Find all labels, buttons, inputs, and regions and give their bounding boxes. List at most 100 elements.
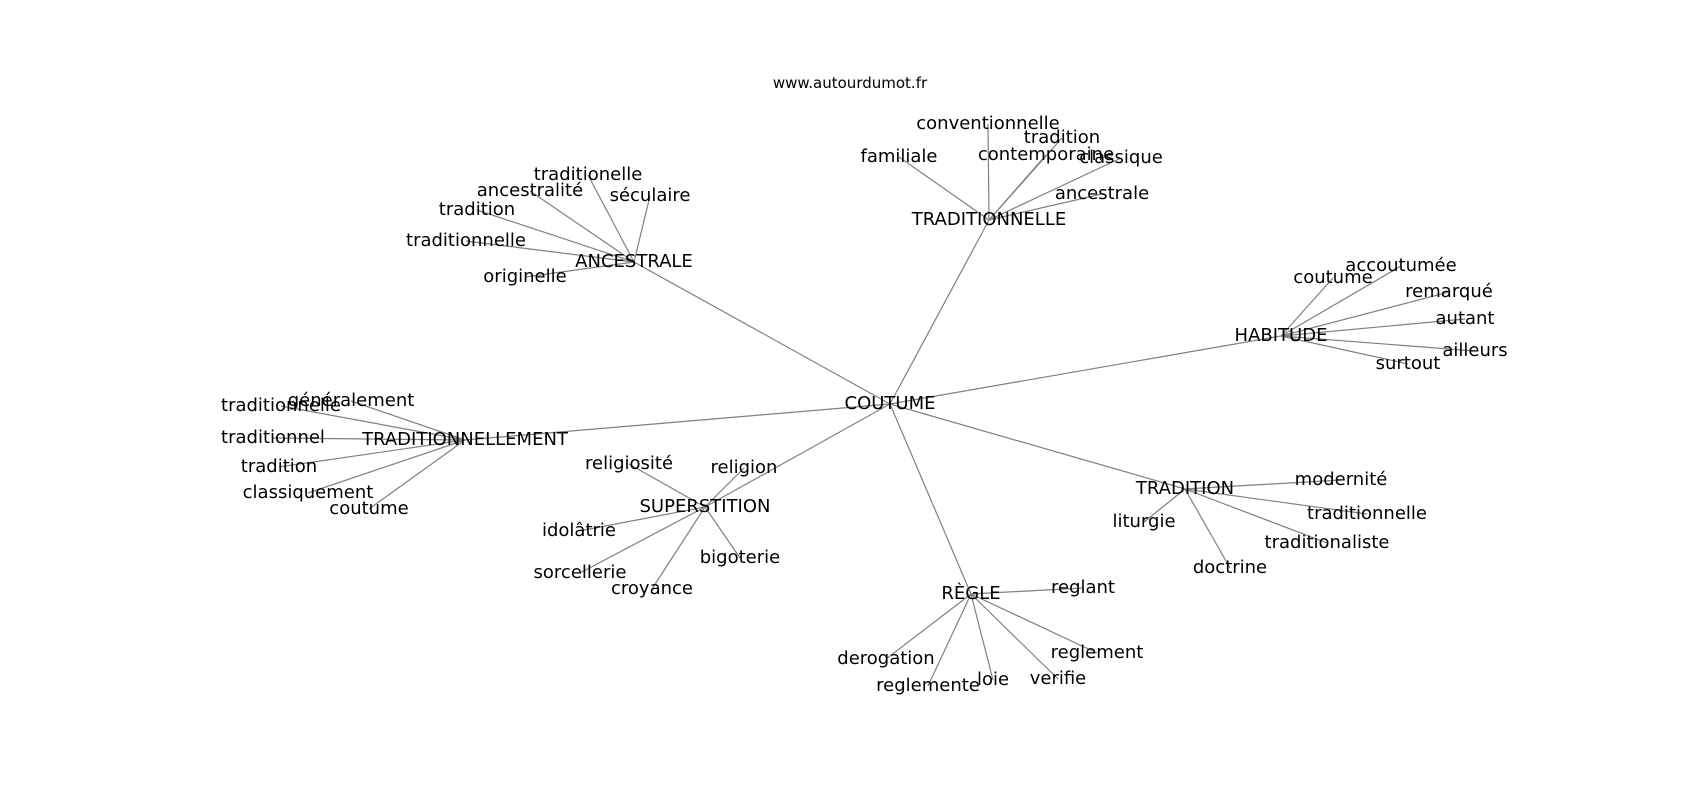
edge-traditionnellement-leaf (278, 439, 466, 468)
leaf-node-label: derogation (837, 648, 934, 669)
hub-node-label: TRADITION (1135, 478, 1234, 499)
hub-node-label: TRADITIONNELLE (911, 209, 1066, 230)
leaf-node-label: tradition (1024, 127, 1100, 148)
leaf-node-label: reglant (1051, 577, 1115, 598)
edge-traditionnelle-leaf (988, 193, 1103, 221)
edge-tradition-leaf (1184, 488, 1231, 569)
leaf-node-label: conventionnelle (916, 113, 1060, 134)
edge-habitude-leaf (1280, 318, 1466, 337)
edge-tradition-leaf (1184, 488, 1328, 544)
edge-ancestrale-leaf (465, 240, 635, 263)
hub-node-label: HABITUDE (1235, 325, 1328, 346)
leaf-node-label: ancestralité (477, 180, 583, 201)
leaf-node-label: familiale (860, 146, 937, 167)
leaf-node-label: contemporaine (978, 144, 1114, 165)
edge-center-ancestrale (633, 261, 891, 405)
leaf-node-label: reglemente (876, 675, 980, 696)
edge-traditionnellement-leaf (368, 439, 466, 510)
leaf-node-label: religiosité (585, 453, 673, 474)
leaf-node-label: doctrine (1193, 557, 1267, 578)
leaf-node-label: traditionaliste (1265, 532, 1390, 553)
edge-traditionnellement-leaf (350, 400, 466, 441)
edge-regle-leaf (970, 593, 994, 681)
edge-traditionnellement-leaf (272, 437, 466, 441)
leaf-node-label: autant (1436, 308, 1495, 329)
edge-tradition-leaf (1184, 488, 1368, 515)
edge-ancestrale-leaf (476, 209, 635, 263)
leaf-node-label: traditionnel (221, 427, 325, 448)
leaf-node-label: loie (977, 669, 1009, 690)
leaf-node-label: généralement (288, 390, 415, 411)
edge-superstition-leaf (651, 506, 706, 590)
edge-habitude-leaf (1280, 277, 1334, 337)
edge-traditionnelle-leaf (898, 156, 990, 221)
edge-center-traditionnellement (464, 403, 891, 441)
edge-superstition-leaf (704, 506, 741, 559)
edge-regle-leaf (970, 593, 1059, 680)
edge-ancestrale-leaf (529, 190, 635, 263)
edge-regle-leaf (885, 593, 972, 660)
edge-traditionnellement-leaf (280, 405, 466, 441)
leaf-node-label: remarqué (1405, 281, 1493, 302)
leaf-node-label: traditionelle (534, 164, 643, 185)
leaf-node-label: verifie (1030, 668, 1087, 689)
leaf-node-label: ailleurs (1442, 340, 1507, 361)
edge-ancestrale-leaf (633, 195, 651, 263)
edge-tradition-leaf (1143, 488, 1186, 523)
edge-regle-leaf (927, 593, 972, 687)
leaf-node-label: religion (711, 457, 778, 478)
edge-center-regle (889, 403, 972, 595)
graph-edges (272, 123, 1476, 687)
edge-habitude-leaf (1280, 291, 1450, 337)
leaf-node-label: tradition (241, 456, 317, 477)
edge-center-tradition (889, 403, 1186, 490)
leaf-node-label: idolâtrie (542, 520, 616, 541)
edge-superstition-leaf (628, 463, 706, 508)
edge-center-habitude (889, 335, 1282, 405)
leaf-node-label: coutume (1293, 267, 1372, 288)
leaf-node-label: tradition (439, 199, 515, 220)
edge-center-traditionnelle (889, 219, 990, 405)
leaf-node-label: croyance (611, 578, 693, 599)
hub-node-label: ANCESTRALE (575, 251, 693, 272)
leaf-node-label: reglement (1051, 642, 1144, 663)
center-node-label: COUTUME (845, 393, 936, 414)
edge-ancestrale-leaf (524, 261, 635, 278)
edge-regle-leaf (970, 587, 1084, 595)
leaf-node-label: sorcellerie (534, 562, 627, 583)
leaf-node-label: classiquement (243, 482, 374, 503)
leaf-node-label: accoutumée (1345, 255, 1456, 276)
edge-traditionnelle-leaf (988, 154, 1047, 221)
leaf-node-label: traditionnelle (1307, 503, 1427, 524)
leaf-node-label: coutume (329, 498, 408, 519)
edge-traditionnellement-leaf (307, 439, 466, 494)
edge-traditionnelle-leaf (987, 123, 990, 221)
hub-node-label: TRADITIONNELLEMENT (361, 429, 569, 450)
leaf-node-label: traditionnelle (406, 230, 526, 251)
leaf-node-label: ancestrale (1055, 183, 1149, 204)
edge-traditionnelle-leaf (988, 157, 1122, 221)
source-url: www.autourdumot.fr (773, 74, 928, 92)
leaf-node-label: traditionnelle (221, 395, 341, 416)
edge-superstition-leaf (704, 467, 745, 508)
leaf-node-label: originelle (483, 266, 566, 287)
edge-superstition-leaf (578, 506, 706, 532)
leaf-node-label: liturgie (1112, 511, 1175, 532)
edge-superstition-leaf (579, 506, 706, 574)
edge-tradition-leaf (1184, 479, 1342, 490)
leaf-node-label: modernité (1295, 469, 1388, 490)
edge-habitude-leaf (1280, 265, 1402, 337)
hub-node-label: RÈGLE (941, 582, 1000, 604)
edge-habitude-leaf (1280, 335, 1476, 352)
edge-center-superstition (704, 403, 891, 508)
leaf-node-label: surtout (1376, 353, 1441, 374)
hub-node-label: SUPERSTITION (639, 496, 770, 517)
leaf-node-label: séculaire (610, 185, 691, 206)
edge-habitude-leaf (1280, 335, 1409, 365)
edge-regle-leaf (970, 593, 1098, 654)
edge-ancestrale-leaf (587, 174, 635, 263)
leaf-node-label: classique (1079, 147, 1163, 168)
leaf-node-label: bigoterie (700, 547, 780, 568)
